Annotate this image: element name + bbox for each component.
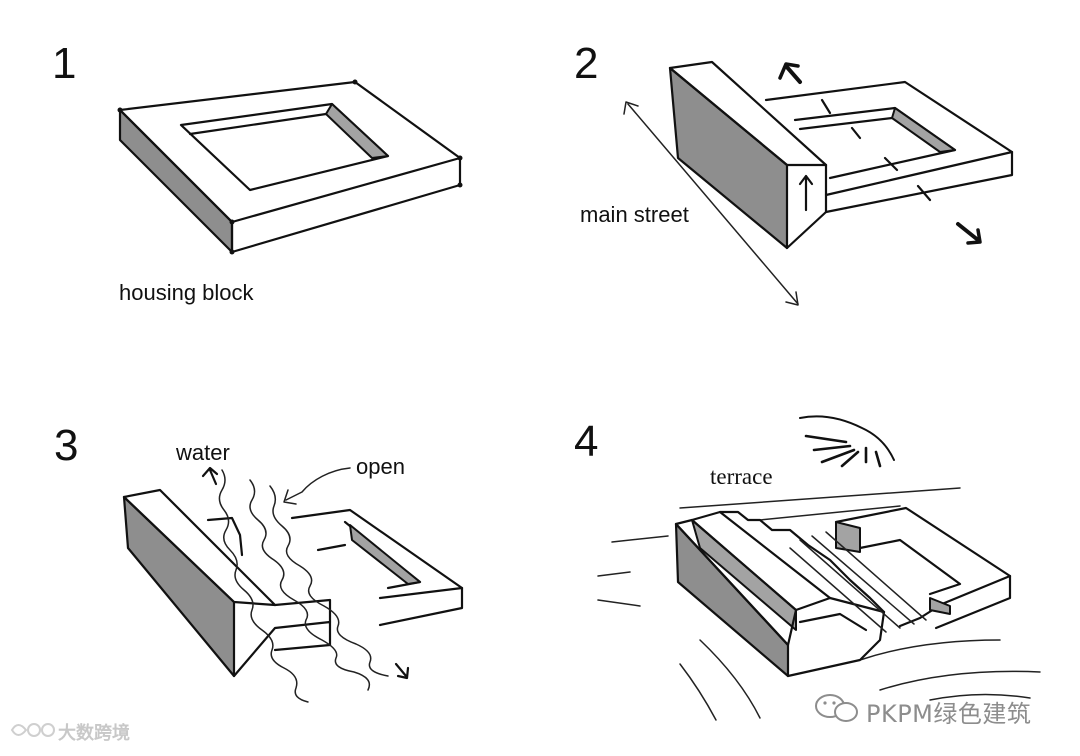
corner-watermark-text: 大数跨境 (58, 723, 130, 744)
terrace-label: terrace (710, 464, 773, 489)
water-label: water (176, 440, 230, 465)
panel-2-street-block-drawing (623, 60, 1014, 306)
open-label: open (356, 454, 405, 479)
panel-2-number: 2 (574, 39, 599, 88)
housing-block-label: housing block (119, 280, 254, 305)
panel-4-terrace-drawing (597, 415, 1041, 721)
main-street-label: main street (580, 202, 689, 227)
panel-1-housing-block-drawing (117, 79, 463, 255)
brand-watermark: PKPM绿色建筑 (866, 694, 1031, 729)
panel-3-water-drawing (122, 466, 464, 703)
corner-logo-icon (10, 723, 55, 737)
brand-wechat-icon (815, 694, 858, 722)
brand-watermark-text: PKPM绿色建筑 (866, 700, 1032, 728)
panel-4-number: 4 (574, 417, 599, 466)
panel-1-number: 1 (52, 39, 77, 88)
panel-3-number: 3 (54, 421, 79, 470)
corner-watermark: 大数跨境 (58, 719, 130, 745)
